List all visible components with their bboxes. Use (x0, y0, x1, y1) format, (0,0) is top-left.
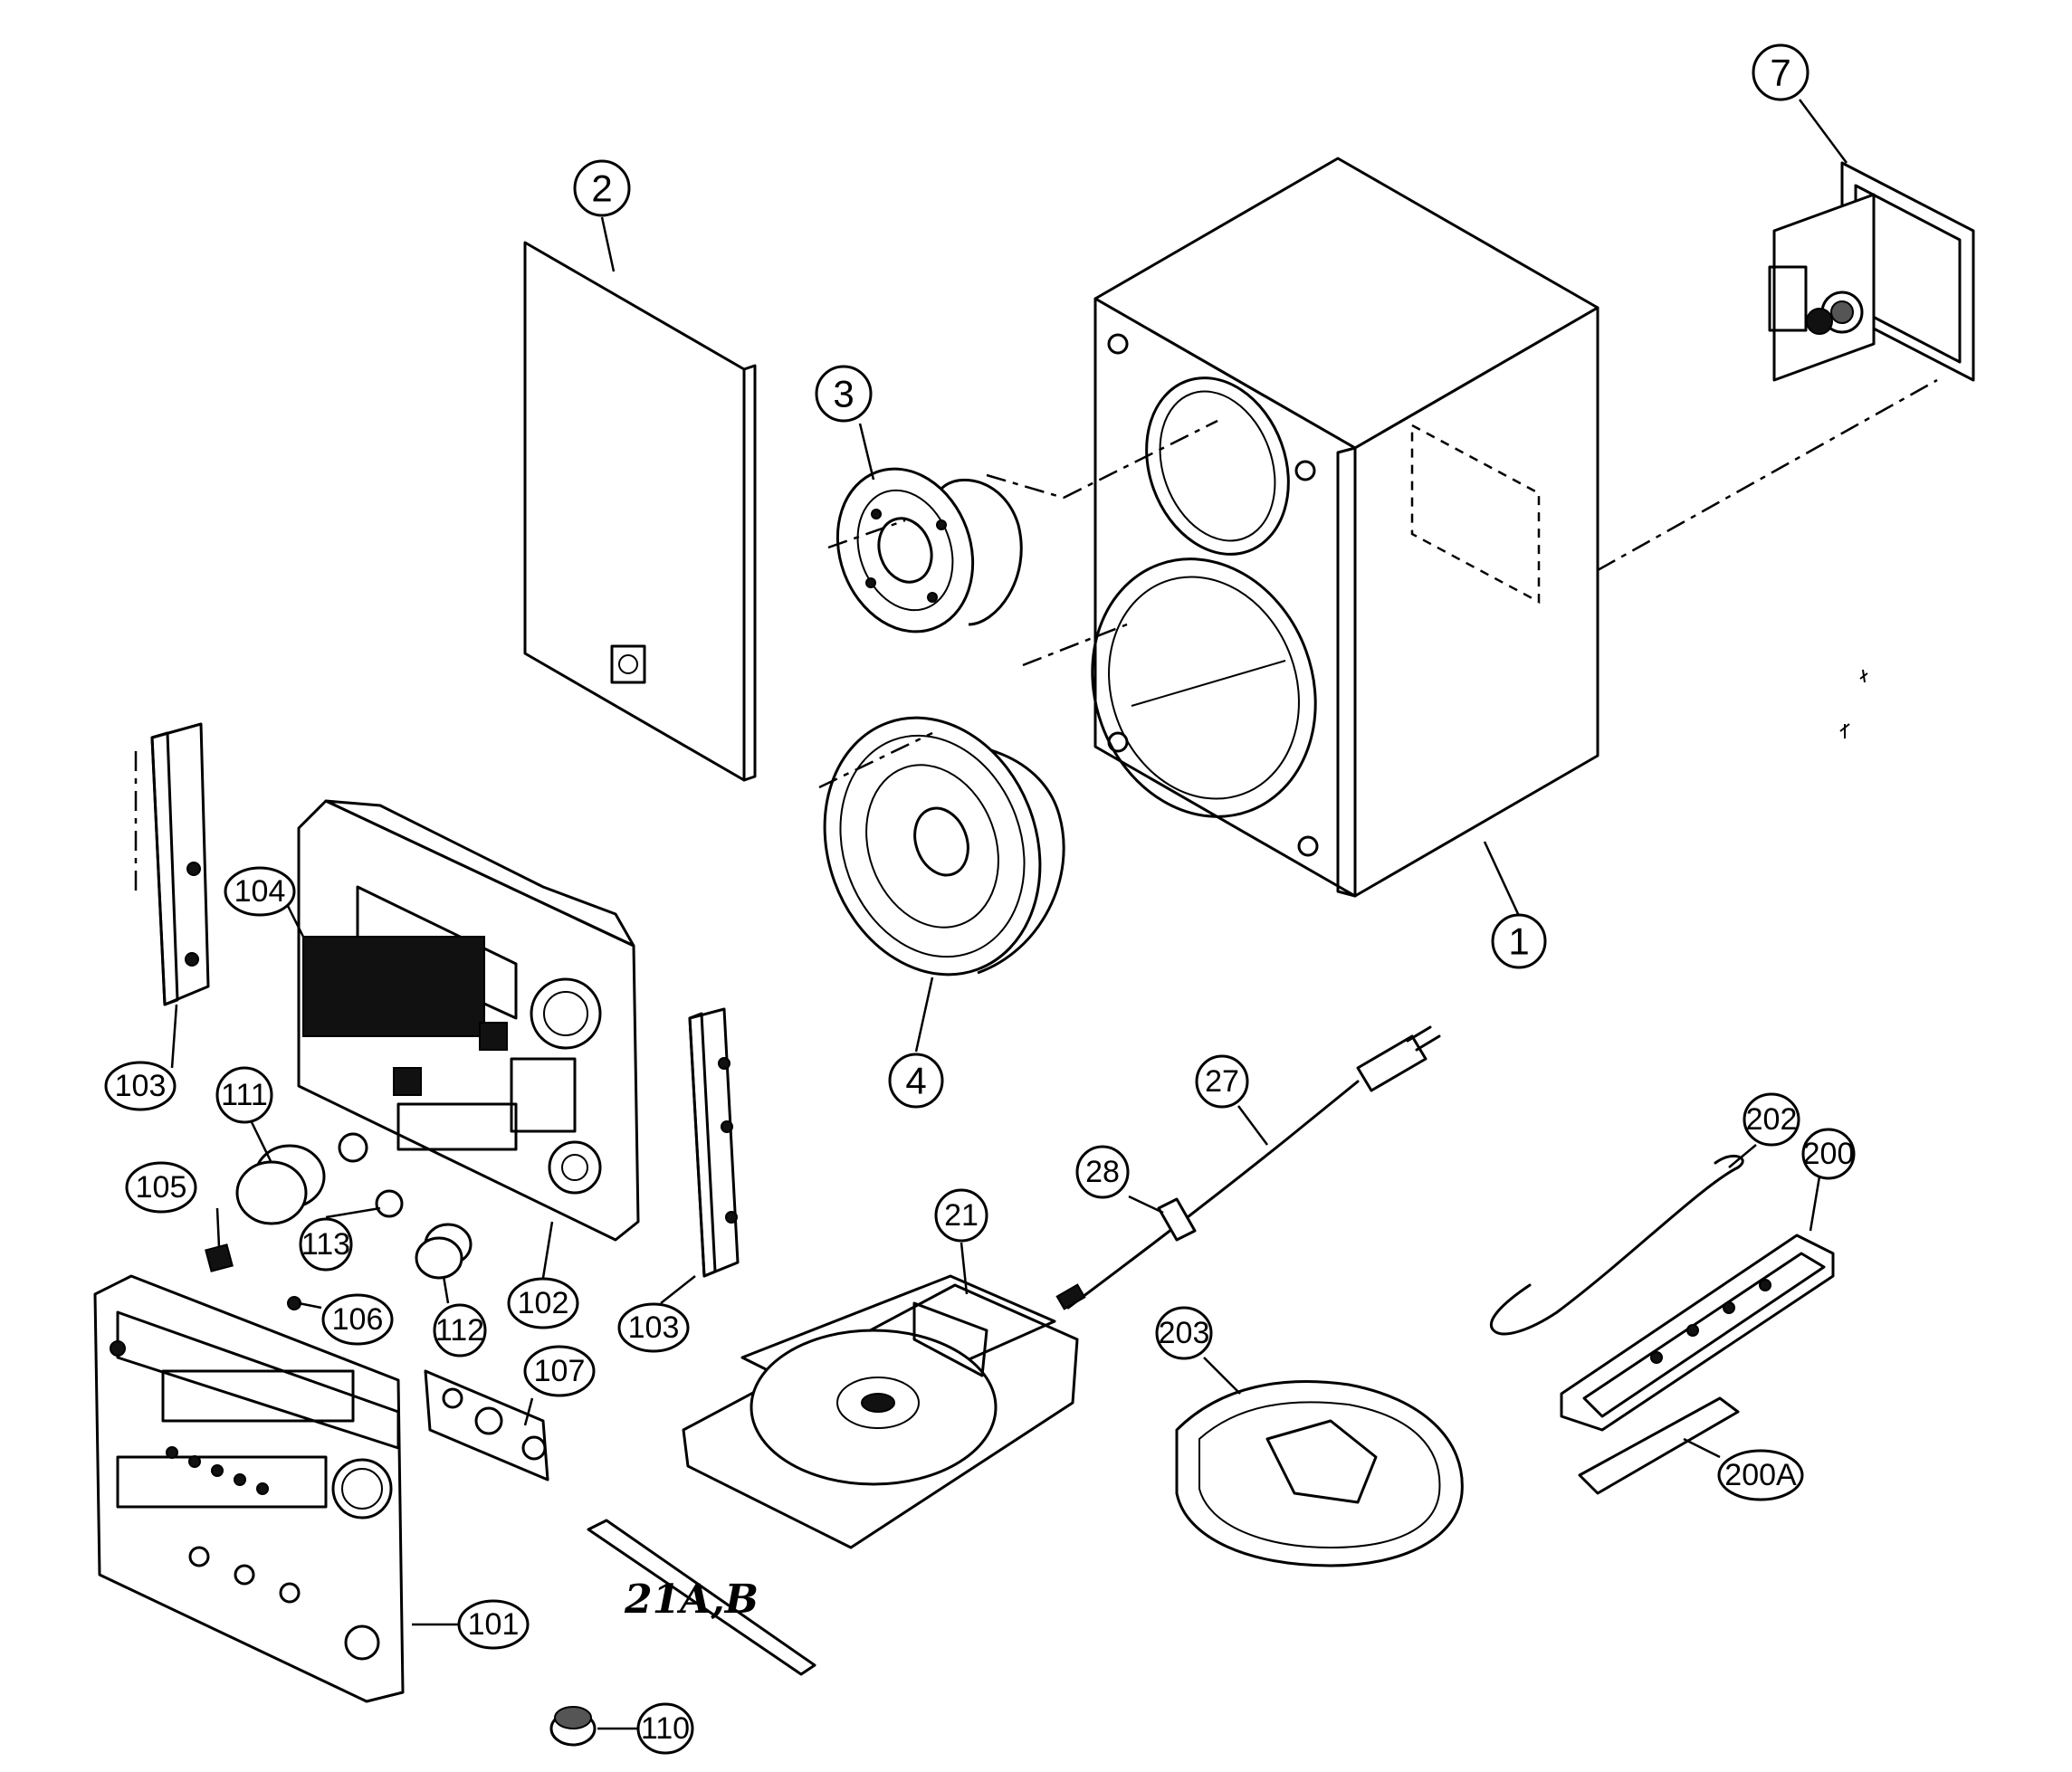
callout-202: 202 (1743, 1092, 1800, 1147)
callout-107: 107 (523, 1345, 596, 1397)
foot-110 (549, 1706, 597, 1747)
svg-text:102: 102 (518, 1286, 569, 1320)
svg-text:203: 203 (1159, 1316, 1210, 1350)
callout-28: 28 (1075, 1145, 1130, 1199)
part-106 (287, 1296, 301, 1310)
volume-knob (235, 1132, 368, 1225)
callout-7: 7 (1752, 43, 1809, 101)
cd-mechanism (682, 1274, 1079, 1549)
callout-3: 3 (815, 365, 873, 423)
callout-103-left: 103 (104, 1061, 177, 1111)
svg-text:2: 2 (591, 167, 612, 210)
speaker-grille (523, 241, 757, 782)
callout-1: 1 (1491, 913, 1547, 969)
callout-4: 4 (888, 1053, 944, 1109)
callout-112: 112 (433, 1303, 487, 1358)
svg-text:107: 107 (534, 1354, 586, 1388)
woofer (823, 716, 1065, 977)
svg-text:3: 3 (833, 373, 854, 415)
svg-text:103: 103 (628, 1310, 680, 1345)
loop-antenna (1175, 1380, 1464, 1567)
svg-text:112: 112 (435, 1313, 484, 1348)
main-chassis (297, 799, 640, 1242)
callout-27: 27 (1195, 1054, 1249, 1109)
svg-text:202: 202 (1746, 1102, 1798, 1137)
callout-102: 102 (507, 1277, 579, 1329)
svg-text:101: 101 (468, 1607, 520, 1642)
svg-text:28: 28 (1085, 1155, 1120, 1189)
power-cord (1055, 1025, 1441, 1310)
svg-text:111: 111 (221, 1078, 268, 1112)
grille-logo-icon (610, 644, 646, 684)
jack-board (424, 1369, 549, 1481)
leader-lines (170, 99, 1848, 1730)
callout-103-right: 103 (617, 1302, 690, 1353)
assembly-lines (818, 378, 1938, 789)
svg-text:1: 1 (1508, 920, 1529, 963)
display-window (302, 936, 485, 1037)
callout-200A: 200A (1717, 1449, 1804, 1501)
knob-113 (375, 1189, 404, 1218)
callout-104: 104 (224, 866, 296, 917)
remote-control (1560, 1234, 1835, 1432)
side-bracket-right (688, 1007, 740, 1278)
button-105 (205, 1243, 234, 1272)
svg-text:103: 103 (115, 1069, 167, 1103)
tweeter (835, 467, 1023, 634)
svg-text:113: 113 (301, 1227, 350, 1262)
callout-203: 203 (1155, 1306, 1213, 1360)
front-panel (93, 1274, 405, 1703)
battery-cover (1578, 1396, 1740, 1495)
handwritten-note: 21A,B (624, 1577, 759, 1623)
knob-112 (415, 1223, 473, 1280)
svg-text:200A: 200A (1724, 1458, 1797, 1492)
speaker-terminal-unit (1768, 161, 1975, 382)
ferrite-core (1157, 1197, 1197, 1242)
svg-text:27: 27 (1205, 1064, 1239, 1099)
side-bracket-left (134, 722, 210, 1006)
speaker-cabinet (1091, 157, 1599, 898)
callout-113: 113 (299, 1217, 353, 1272)
remote-strap (1490, 1154, 1744, 1336)
callout-110: 110 (636, 1702, 694, 1755)
svg-text:110: 110 (641, 1711, 690, 1746)
callout-101: 101 (457, 1599, 530, 1650)
svg-text:7: 7 (1770, 52, 1790, 94)
svg-text:105: 105 (136, 1170, 187, 1205)
svg-text:106: 106 (332, 1302, 384, 1337)
callout-106: 106 (321, 1293, 394, 1346)
svg-text:21: 21 (944, 1198, 979, 1233)
callout-111: 111 (215, 1066, 273, 1124)
svg-text:4: 4 (905, 1060, 926, 1102)
svg-text:200: 200 (1803, 1137, 1855, 1171)
cd-tray-front (587, 1519, 816, 1676)
stray-marks (1839, 669, 1868, 738)
callout-2: 2 (573, 159, 631, 217)
svg-text:104: 104 (234, 874, 286, 909)
callout-105: 105 (125, 1161, 197, 1214)
callout-200: 200 (1801, 1128, 1856, 1180)
callout-21: 21 (934, 1188, 988, 1243)
